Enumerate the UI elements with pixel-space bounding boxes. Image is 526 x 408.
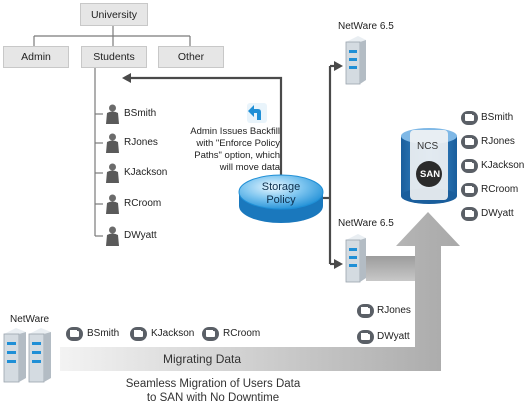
- folder-icon: [461, 159, 478, 173]
- student-name: DWyatt: [124, 230, 157, 241]
- san-label: SAN: [420, 169, 441, 180]
- folder-label: RJones: [377, 305, 411, 316]
- policy-note-line: Admin Issues Backfill: [190, 126, 280, 137]
- student-name: BSmith: [124, 108, 157, 119]
- student-name: RCroom: [124, 198, 162, 209]
- folder-label: DWyatt: [377, 331, 410, 342]
- user-icon: [106, 163, 119, 183]
- migrating-data-label: Migrating Data: [163, 352, 242, 366]
- folder-icon: [357, 330, 374, 344]
- folder-icon: [461, 207, 478, 221]
- storage-policy-line: Storage: [261, 181, 301, 193]
- user-icon: [106, 104, 119, 124]
- folder-icon: [461, 111, 478, 125]
- folder-label: BSmith: [87, 328, 120, 339]
- policy-note-line: will move data: [219, 162, 280, 173]
- folder-icon: [66, 327, 83, 341]
- storage-policy: Storage Policy: [243, 181, 319, 207]
- node-admin: Admin: [3, 46, 69, 68]
- node-other: Other: [158, 46, 224, 68]
- folder-icon: [202, 327, 219, 341]
- student-name: KJackson: [124, 167, 168, 178]
- node-university: University: [80, 3, 148, 26]
- policy-note-line: with "Enforce Policy: [196, 138, 280, 149]
- policy-note-line: Paths" option, which: [194, 150, 280, 161]
- folder-label: RJones: [481, 136, 515, 147]
- server-icon: [345, 36, 366, 85]
- server-bottom-label: NetWare 6.5: [338, 218, 394, 229]
- folder-label: RCroom: [481, 184, 519, 195]
- user-icon: [106, 226, 119, 246]
- undo-arrow-icon: [247, 103, 267, 123]
- san-storage-icon: [401, 128, 457, 204]
- folder-icon: [461, 183, 478, 197]
- storage-policy-line: Policy: [266, 194, 296, 206]
- ncs-label: NCS: [417, 141, 439, 152]
- folder-label: BSmith: [481, 112, 514, 123]
- folder-icon: [130, 327, 147, 341]
- folder-label: KJackson: [481, 160, 525, 171]
- server-icon: [3, 328, 26, 383]
- folder-icon: [357, 304, 374, 318]
- caption-line: to SAN with No Downtime: [146, 392, 280, 404]
- server-top-label: NetWare 6.5: [338, 21, 394, 32]
- folder-icon: [461, 135, 478, 149]
- student-name: RJones: [124, 137, 158, 148]
- folder-label: RCroom: [223, 328, 261, 339]
- user-icon: [106, 133, 119, 153]
- server-icon: [28, 328, 51, 383]
- policy-note: Admin Issues Backfill with "Enforce Poli…: [172, 126, 280, 174]
- user-icon: [106, 194, 119, 214]
- node-students: Students: [81, 46, 147, 68]
- folder-label: DWyatt: [481, 208, 514, 219]
- folder-label: KJackson: [151, 328, 195, 339]
- migration-caption: Seamless Migration of Users Data to SAN …: [102, 377, 324, 405]
- server-legacy-label: NetWare: [10, 314, 50, 325]
- server-icon: [345, 234, 366, 283]
- caption-line: Seamless Migration of Users Data: [125, 378, 301, 390]
